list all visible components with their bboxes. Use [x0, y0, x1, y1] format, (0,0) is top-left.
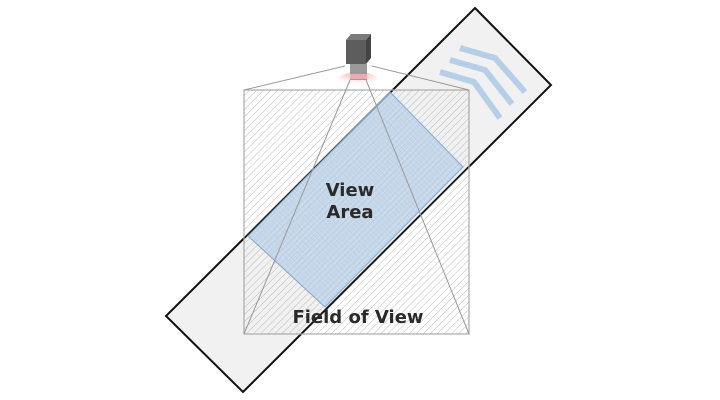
view-area-label-line1: View [325, 180, 375, 201]
view-area-label-line2: Area [326, 202, 374, 223]
camera-icon [336, 34, 380, 92]
chevron-direction-icon [439, 45, 528, 120]
camera-cone [243, 65, 470, 335]
field-of-view-label: Field of View [292, 307, 424, 328]
view-area-label: View Area [310, 180, 390, 224]
